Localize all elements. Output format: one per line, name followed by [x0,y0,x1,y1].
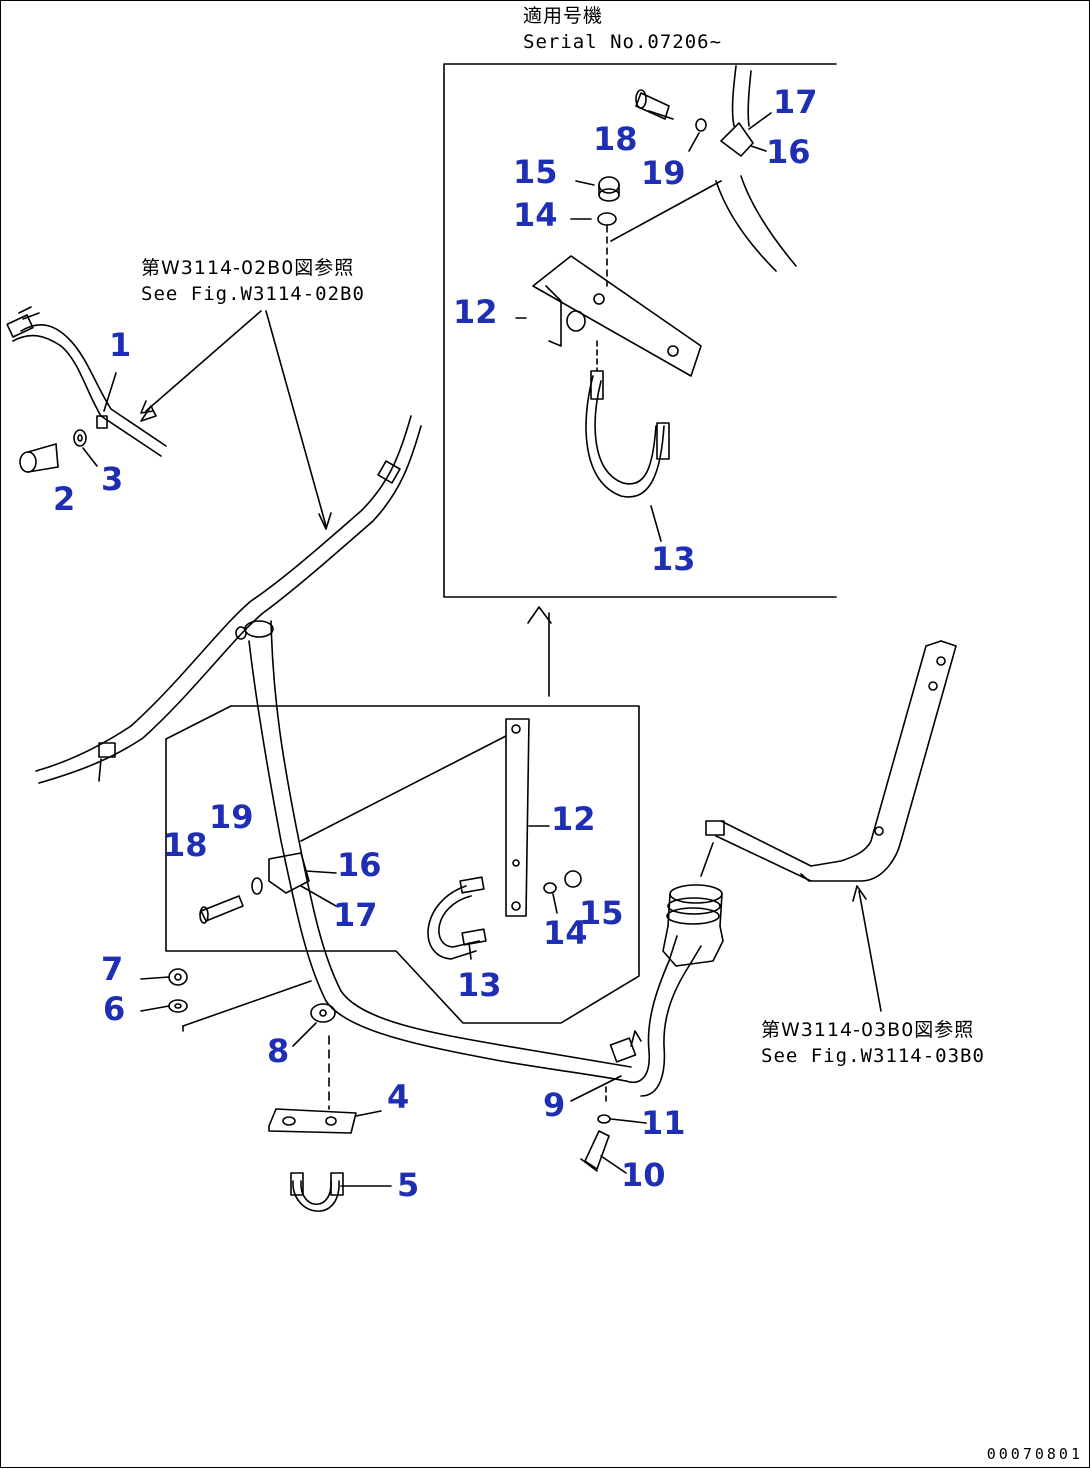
inset-label-14: 14 [513,196,558,234]
inset-label-13: 13 [651,540,696,578]
detail-ubolt-part-13 [427,876,487,960]
inset-hose [715,65,797,272]
part-label-10: 10 [621,1156,666,1194]
right-hose [609,935,702,1097]
part-label-11: 11 [641,1104,686,1142]
detail-washer-19 [251,877,263,895]
part-label-5: 5 [397,1166,420,1204]
inset-label-19: 19 [641,154,686,192]
part-label-6: 6 [103,990,126,1028]
plate-part-4 [268,1035,357,1134]
detail-label-16: 16 [337,846,382,884]
clamp-part-8 [310,1003,336,1023]
detail-bolt-18 [199,895,244,924]
inset-bracket-12 [532,180,722,377]
inset-label-16: 16 [766,133,811,171]
washer-part-3 [73,429,87,447]
inset-pointer-arrow [527,606,552,697]
ref-left-en: See Fig.W3114-02B0 [141,283,365,305]
inset-label-12: 12 [453,293,498,331]
detail-label-19: 19 [209,798,254,836]
ref-right-arrow [700,842,882,1012]
nut-part-7 [168,968,188,986]
part-label-2: 2 [53,480,76,518]
bolt-part-10 [580,1130,610,1172]
leader-6-8 [182,980,312,1027]
part-label-3: 3 [101,460,124,498]
detail-box [165,705,640,1024]
inset-frame [443,63,837,598]
detail-label-13: 13 [457,966,502,1004]
harness-top-left [6,306,167,457]
inset-bolt-18 [635,89,670,120]
detail-washer-14 [543,882,557,894]
washer-part-11 [597,1085,611,1124]
ref-left-arrows [140,310,332,530]
main-hose-upper [35,415,422,784]
detail-bracket-part-12 [505,718,530,917]
label-leaders [82,110,772,1187]
bolt-part-2 [19,443,59,473]
ref-right-en: See Fig.W3114-03B0 [761,1045,985,1067]
ref-left-jp: 第W3114-02B0図参照 [141,257,355,279]
right-bracket [705,640,957,882]
inset-label-15: 15 [513,153,558,191]
detail-clamp-16-17 [268,852,310,894]
drawing-code: 00070801 [986,1445,1083,1463]
part-label-4: 4 [387,1078,410,1116]
detail-label-17: 17 [333,896,378,934]
inset-label-17: 17 [773,83,818,121]
part-label-1: 1 [109,326,132,364]
main-hose-vertical [235,620,632,1082]
inset-nut-15 [598,176,620,202]
inset-washer-19 [695,118,707,132]
detail-label-12: 12 [551,800,596,838]
part-label-7: 7 [101,950,124,988]
washer-part-6 [168,999,188,1013]
inset-applicable-label: 適用号機 [523,5,604,27]
inset-label-18: 18 [593,120,638,158]
detail-nut-15 [564,870,582,888]
detail-label-14: 14 [543,914,588,952]
u-bolt-part-5 [290,1172,344,1212]
detail-label-18: 18 [163,826,208,864]
detail-label-15: 15 [579,894,624,932]
inset-serial-label: Serial No.07206~ [523,31,723,53]
inset-ubolt-13 [585,340,670,498]
hose-fitting [662,884,724,967]
part-label-8: 8 [267,1032,290,1070]
part-label-9: 9 [543,1086,566,1124]
inset-washer-14 [597,212,617,287]
detail-leader [300,735,507,842]
ref-right-jp: 第W3114-03B0図参照 [761,1019,975,1041]
